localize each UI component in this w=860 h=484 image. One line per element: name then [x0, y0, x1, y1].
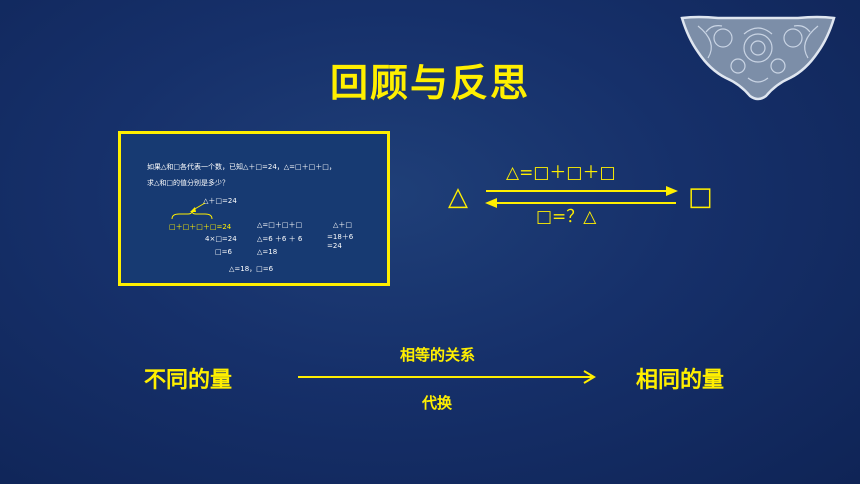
- problem-line-1: 如果△和□各代表一个数，已知△＋□=24，△=□＋□＋□，: [147, 163, 336, 171]
- top-caption: 相等的关系: [400, 346, 476, 364]
- right-1: △＋□: [333, 221, 352, 229]
- page-title: 回顾与反思: [329, 61, 530, 105]
- triangle-shape: △: [448, 182, 468, 212]
- long-arrow-icon: [298, 370, 596, 384]
- relation-arrows-icon: [485, 186, 678, 208]
- right-label: 相同的量: [636, 368, 725, 393]
- step-3: 4×□=24: [205, 235, 237, 243]
- floral-ornament-icon: [680, 15, 836, 101]
- problem-line-2: 求△和□的值分别是多少？: [147, 179, 229, 187]
- worked-example-panel: 如果△和□各代表一个数，已知△＋□=24，△=□＋□＋□， 求△和□的值分别是多…: [118, 131, 390, 286]
- step-4: □=6: [215, 248, 232, 256]
- right-3: =24: [327, 242, 342, 250]
- step-arrow-icon: [190, 202, 206, 212]
- answer: △=18，□=6: [229, 265, 274, 273]
- top-equation: △=□＋□＋□: [506, 163, 616, 183]
- right-2: =18＋6: [327, 233, 354, 241]
- mid-3: △=18: [257, 248, 278, 256]
- step-2: □＋□＋□＋□=24: [169, 223, 232, 231]
- mid-2: △=6 ＋6 ＋ 6: [257, 235, 303, 243]
- left-label: 不同的量: [144, 368, 233, 393]
- square-shape: □: [688, 182, 713, 212]
- step-1: △＋□=24: [203, 197, 237, 205]
- bottom-equation: □=？△: [536, 207, 597, 227]
- mid-1: △=□＋□＋□: [257, 221, 303, 229]
- brace-icon: [171, 210, 213, 220]
- bottom-caption: 代换: [422, 394, 453, 412]
